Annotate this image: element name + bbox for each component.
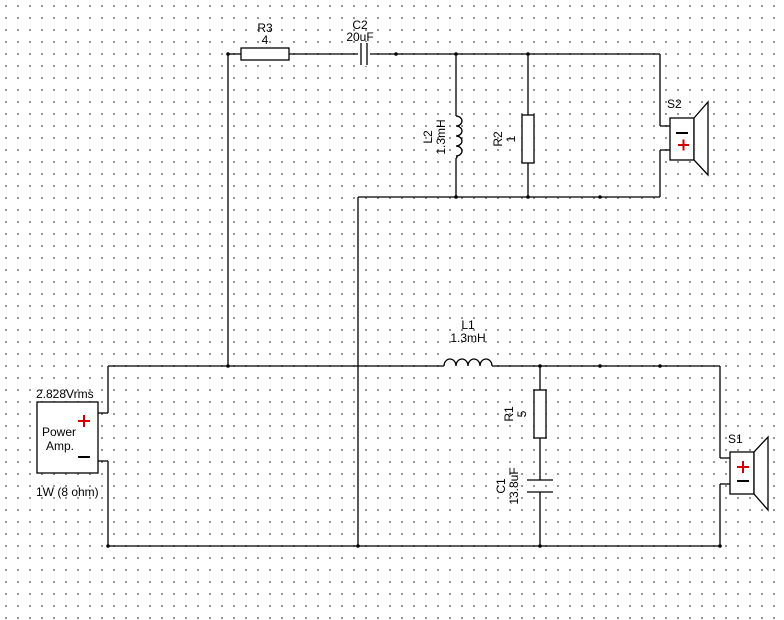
junction-dot <box>718 544 722 548</box>
junction-dot <box>356 544 360 548</box>
junction-dot <box>106 544 110 548</box>
l1-value-label: 1.3mH <box>450 331 485 345</box>
minus-icon <box>676 132 688 134</box>
junction-dot <box>454 195 458 199</box>
junction-dot <box>226 364 230 368</box>
resistor-r1[interactable]: R1 5 <box>502 389 547 439</box>
junction-dot <box>526 195 530 199</box>
s1-ref-label: S1 <box>728 432 743 446</box>
c1-ref-label: C1 <box>494 478 508 494</box>
minus-icon <box>737 480 749 482</box>
inductor-l2[interactable]: L2 1.3mH <box>421 115 463 159</box>
speaker-icon <box>729 435 769 512</box>
r2-value-label: 1 <box>504 135 518 142</box>
plus-icon <box>737 461 749 473</box>
plus-icon <box>678 139 689 151</box>
junction-dot <box>598 364 602 368</box>
amp-voltage-label: 2.828Vrms <box>36 387 94 401</box>
speaker-s2[interactable]: S2 <box>667 97 709 177</box>
r3-value-label: 4 <box>262 33 269 47</box>
junction-dot <box>226 52 230 56</box>
junction-dot <box>658 364 662 368</box>
c2-value-label: 20uF <box>346 30 373 44</box>
l1-ref-label: L1 <box>461 318 475 332</box>
l2-value-label: 1.3mH <box>434 119 448 154</box>
junction-dot <box>598 195 602 199</box>
speaker-s1[interactable]: S1 <box>728 432 769 512</box>
amp-rating-label: 1W (8 ohm) <box>36 485 99 499</box>
junction-dot <box>454 52 458 56</box>
junction-dot <box>538 544 542 548</box>
inductor-l1[interactable]: L1 1.3mH <box>443 318 493 372</box>
minus-icon <box>78 456 90 458</box>
r2-ref-label: R2 <box>491 131 505 147</box>
r1-value-label: 5 <box>515 410 529 417</box>
s2-ref-label: S2 <box>667 97 682 111</box>
capacitor-c1[interactable]: C1 13.8uF <box>494 467 553 505</box>
power-amp[interactable]: Power Amp. 2.828Vrms 1W (8 ohm) <box>36 387 99 499</box>
amp-label-line1: Power <box>42 425 76 439</box>
junction-dot <box>538 364 542 368</box>
resistor-r2[interactable]: R2 1 <box>491 114 535 164</box>
wires <box>98 53 730 547</box>
c1-value-label: 13.8uF <box>507 467 521 504</box>
junction-dot <box>526 52 530 56</box>
r1-ref-label: R1 <box>502 406 516 422</box>
r3-ref-label: R3 <box>257 21 273 35</box>
l2-ref-label: L2 <box>421 130 435 144</box>
speaker-icon <box>669 100 709 177</box>
resistor-r3[interactable]: R3 4 <box>240 21 290 61</box>
amp-label-line2: Amp. <box>46 439 74 453</box>
c2-ref-label: C2 <box>352 18 368 32</box>
capacitor-c2[interactable]: C2 20uF <box>346 18 374 66</box>
plus-icon <box>78 415 90 427</box>
junction-dots <box>106 52 722 548</box>
junction-dot <box>394 52 398 56</box>
